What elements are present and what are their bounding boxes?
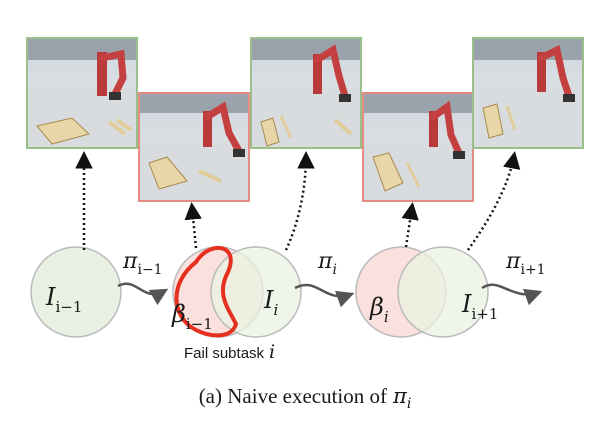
fail-region-outline [174,245,239,338]
initiation-set-i-plus-1 [397,246,489,338]
frame-3 [250,37,362,149]
set-label-i-plus-1: Ii+1 [461,290,498,323]
frame-1 [26,37,138,149]
frame-5 [472,37,584,149]
policy-label-i-plus-1: πi+1 [505,249,546,278]
set-label-i-minus-1: Ii−1 [45,283,82,316]
policy-label-i-minus-1: πi−1 [122,249,163,278]
frame-2 [138,92,250,202]
policy-label-i: πi [317,249,337,278]
policy-arrows [117,282,543,308]
set-label-beta-i-minus-1: βi−1 [171,300,213,333]
initiation-set-i [210,246,302,338]
dotted-arrows [75,151,521,251]
set-label-i: Ii [263,286,278,319]
initiation-set-i-minus-1 [30,246,122,338]
set-label-beta-i: βi [369,293,389,326]
frame-4 [362,92,474,202]
